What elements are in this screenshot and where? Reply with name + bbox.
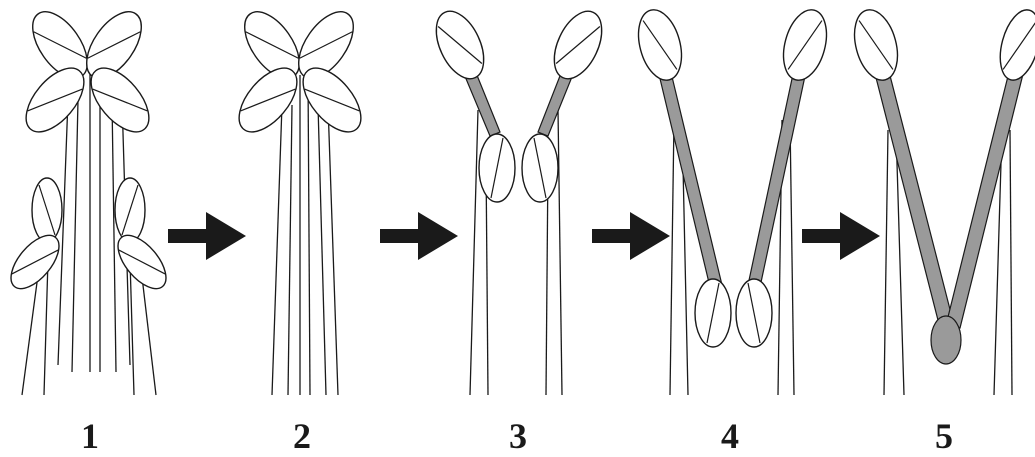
stage-5 xyxy=(847,5,1035,395)
anthers xyxy=(631,5,833,347)
arrow-1-to-2 xyxy=(168,212,246,260)
stage-label-1: 1 xyxy=(81,416,99,456)
stage-3 xyxy=(427,4,612,395)
stage-label-2: 2 xyxy=(293,416,311,456)
arrow-3-to-4 xyxy=(592,212,670,260)
stage-label-3: 3 xyxy=(509,416,527,456)
upper-anthers xyxy=(15,2,159,142)
stage-label-4: 4 xyxy=(721,416,739,456)
arrow-4-to-5 xyxy=(802,212,880,260)
anthers xyxy=(427,4,612,202)
stage-label-5: 5 xyxy=(935,416,953,456)
stage-4 xyxy=(631,5,833,395)
stage-1 xyxy=(2,2,175,395)
stage-labels: 1 2 3 4 5 xyxy=(81,416,953,456)
connectives xyxy=(872,60,1026,364)
connectives xyxy=(656,60,808,287)
anthers xyxy=(847,5,1035,85)
stage-2 xyxy=(228,2,371,395)
arrow-2-to-3 xyxy=(380,212,458,260)
fused-anther xyxy=(931,316,961,364)
lower-anthers xyxy=(2,178,175,297)
